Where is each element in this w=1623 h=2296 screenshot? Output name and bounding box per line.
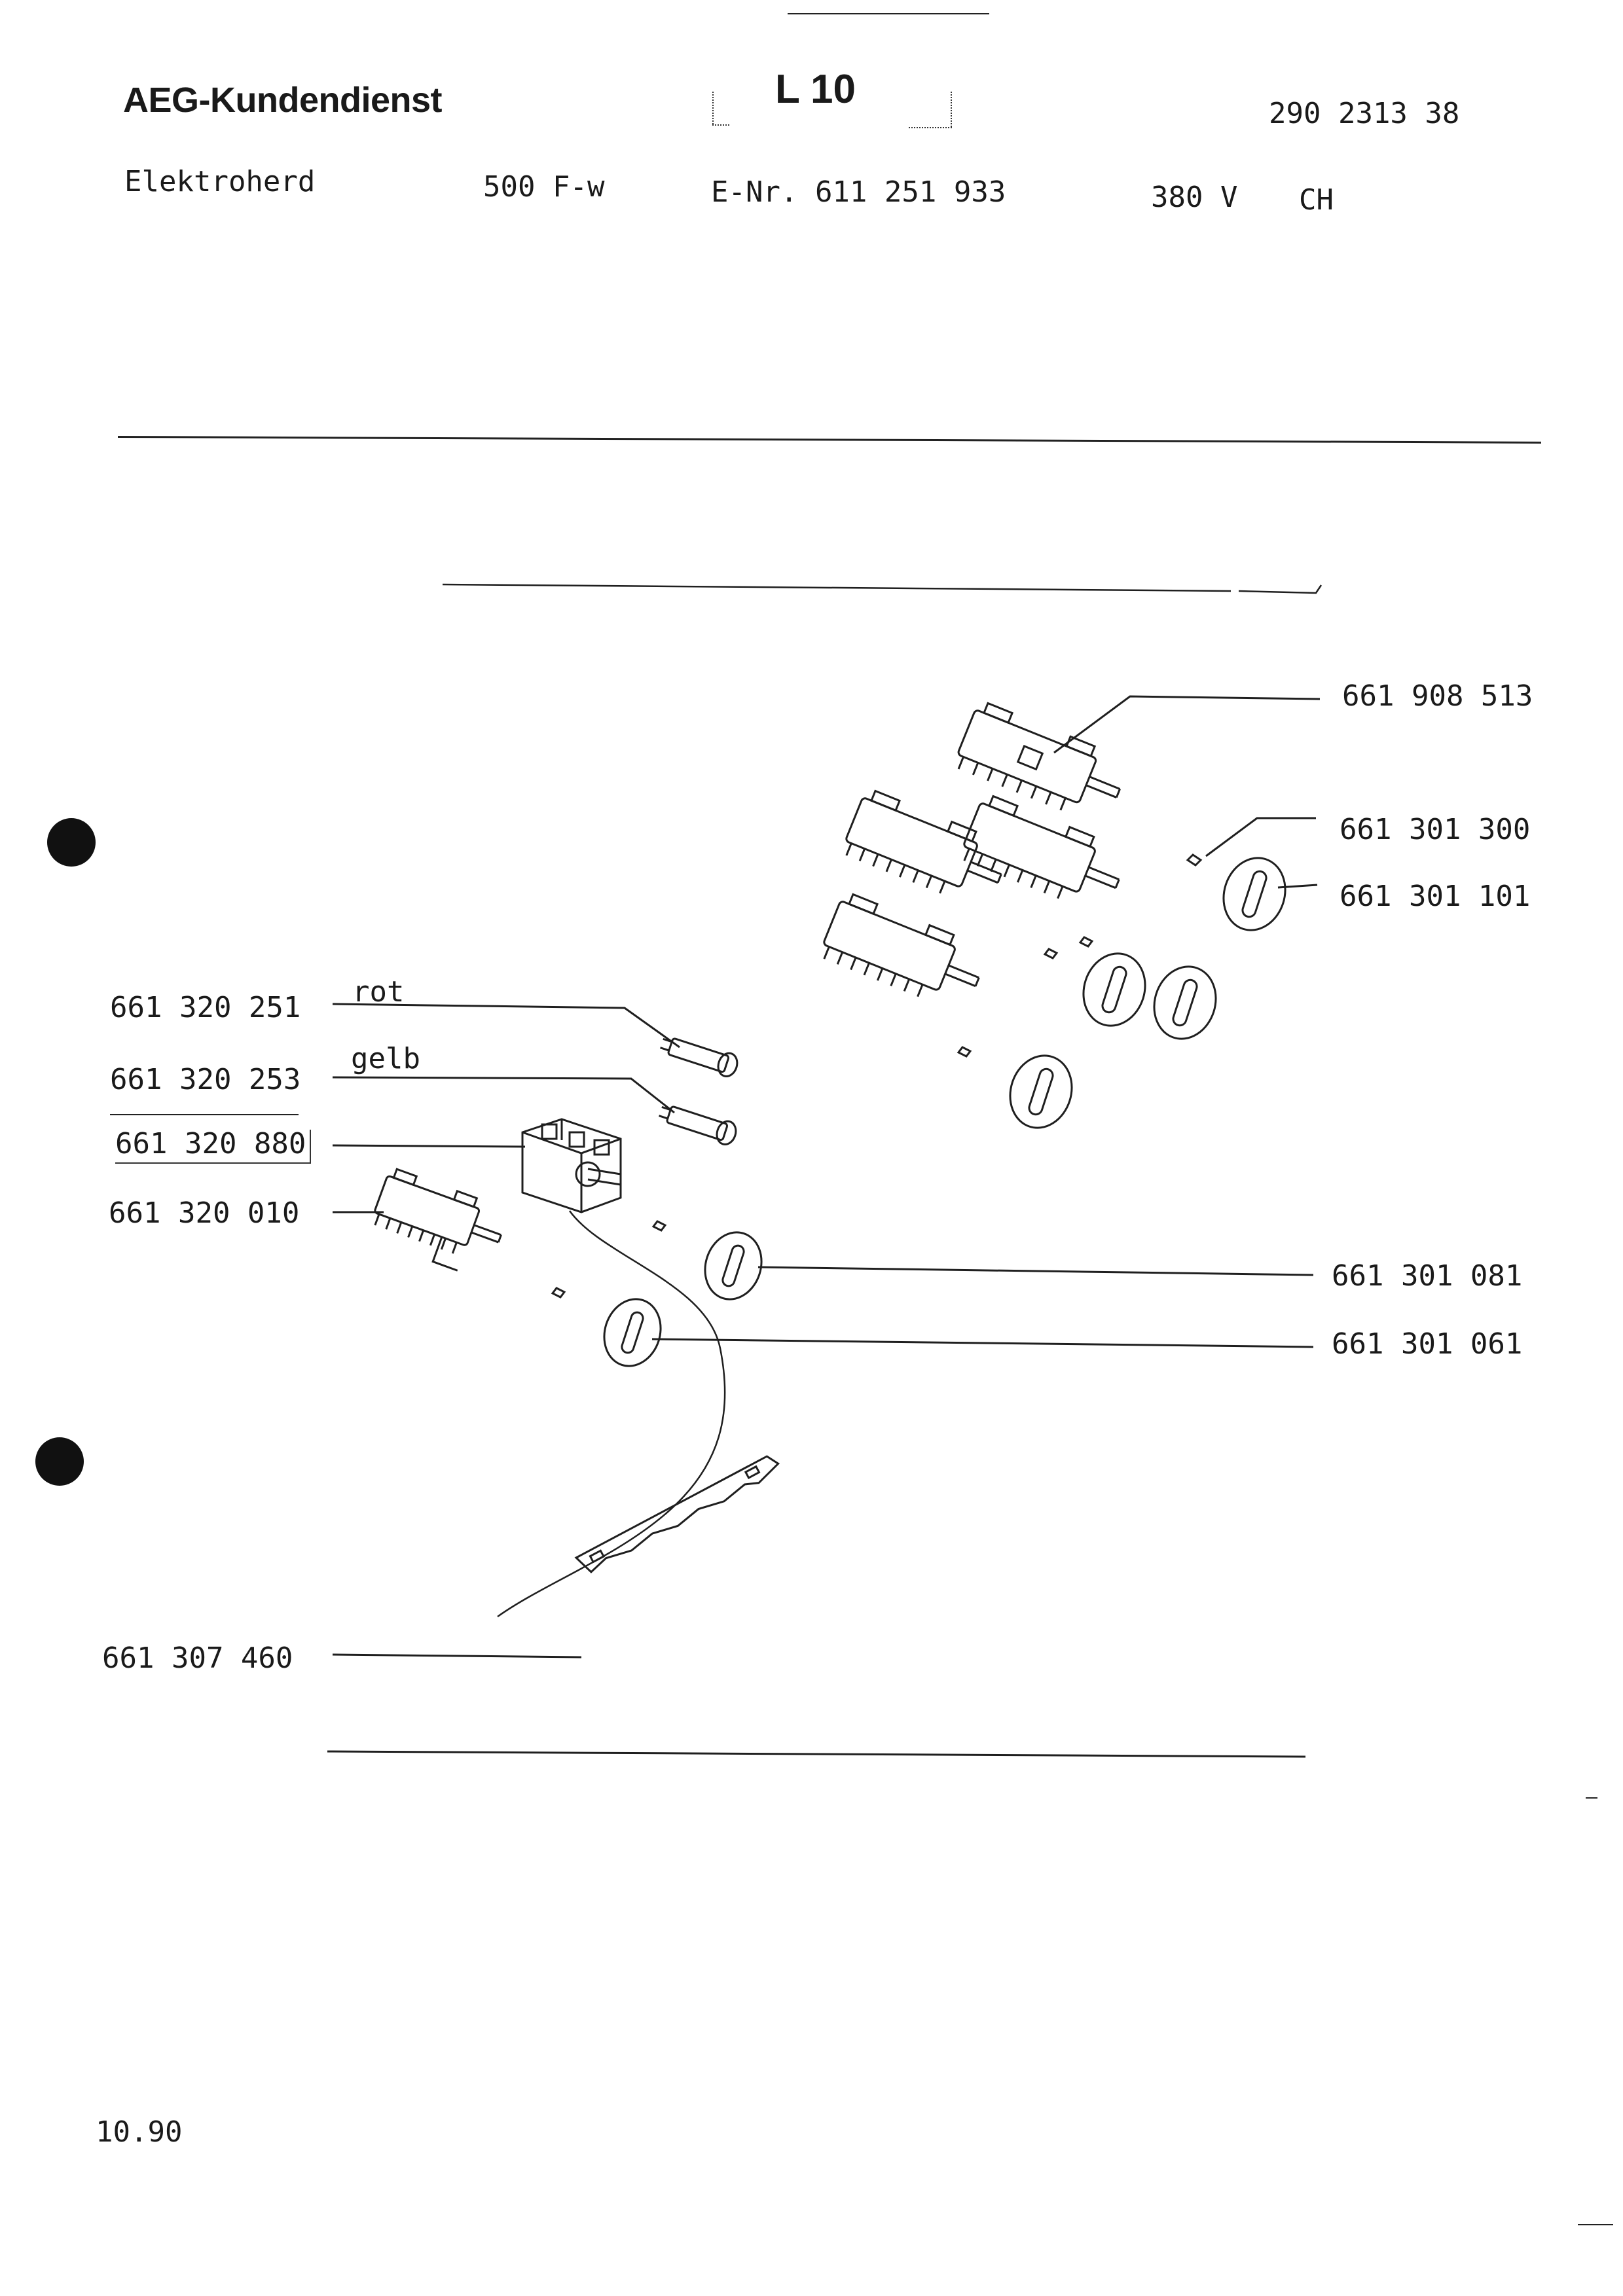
knob-disc-4 (1009, 1054, 1073, 1129)
doc-number: 290 2313 38 (1269, 97, 1460, 130)
leader-661301061 (651, 1338, 1314, 1348)
knob-disc-3 (1153, 965, 1217, 1040)
knob-disc-6 (603, 1298, 662, 1367)
voltage: 380 V (1151, 181, 1238, 214)
part-label-661301101: 661 301 101 (1340, 880, 1531, 913)
right-margin-mark-2 (1578, 2224, 1613, 2225)
part-label-661301300: 661 301 300 (1340, 813, 1531, 846)
right-margin-mark-1 (1586, 1797, 1597, 1799)
knob-disc-5 (704, 1231, 763, 1300)
leader-661320251 (332, 1003, 680, 1049)
leader-661307460 (332, 1653, 582, 1659)
part-label-661320880: 661 320 880 (115, 1130, 312, 1164)
appliance-type: Elektroherd (124, 165, 316, 198)
leader-661908513 (1053, 695, 1321, 754)
e-number: E-Nr. 611 251 933 (711, 175, 1006, 209)
punch-hole-bottom (35, 1437, 84, 1486)
capillary-tube (497, 1210, 726, 1618)
leader-661320253 (332, 1076, 675, 1114)
rotary-switch-2 (845, 789, 1002, 894)
rotary-switch-4 (823, 893, 980, 997)
part-label-661320880-topline (110, 1114, 299, 1115)
part-label-661301081: 661 301 081 (1332, 1259, 1523, 1293)
diagram-frame-bottom (327, 1750, 1306, 1758)
mounting-bracket (574, 1455, 780, 1573)
sheet-id-frame (712, 65, 952, 130)
punch-hole-top (47, 818, 96, 867)
rotary-switch-1 (957, 702, 1121, 811)
indicator-lamp-rot (660, 1037, 739, 1077)
part-label-661320251: 661 320 251 (110, 991, 301, 1024)
part-label-661320010: 661 320 010 (109, 1196, 300, 1230)
thermostat (521, 1118, 622, 1213)
indicator-lamp-gelb (659, 1105, 737, 1145)
clip-small-4 (957, 1046, 972, 1058)
sheet-id: L 10 (775, 67, 856, 112)
brand-title: AEG-Kundendienst (123, 81, 443, 120)
rotary-switch-small (374, 1168, 502, 1272)
clip-small-6 (551, 1287, 566, 1299)
leader-661301101 (1277, 884, 1318, 889)
wire-label-gelb: gelb (351, 1042, 420, 1075)
wire-label-rot: rot (352, 975, 405, 1009)
top-scan-line (788, 13, 989, 14)
knob-disc-1 (1222, 857, 1286, 931)
revision-date: 10.90 (96, 2115, 183, 2149)
leader-661320880 (332, 1144, 526, 1148)
leader-661301300 (1205, 817, 1316, 857)
clip-small-1 (1186, 853, 1203, 867)
clip-small-3 (1078, 936, 1094, 948)
clip-small-2 (1043, 948, 1059, 960)
country-code: CH (1299, 183, 1334, 217)
rotary-switch-3 (963, 795, 1120, 899)
part-label-661908513: 661 908 513 (1342, 679, 1533, 713)
model-number: 500 F-w (483, 170, 605, 204)
clip-small-5 (651, 1220, 667, 1232)
diagram-frame-top (442, 583, 1322, 594)
part-label-661307460: 661 307 460 (102, 1641, 293, 1675)
part-label-661320253: 661 320 253 (110, 1063, 301, 1096)
leader-661301081 (757, 1266, 1314, 1276)
part-label-661301061: 661 301 061 (1332, 1327, 1523, 1361)
knob-disc-2 (1082, 952, 1146, 1027)
